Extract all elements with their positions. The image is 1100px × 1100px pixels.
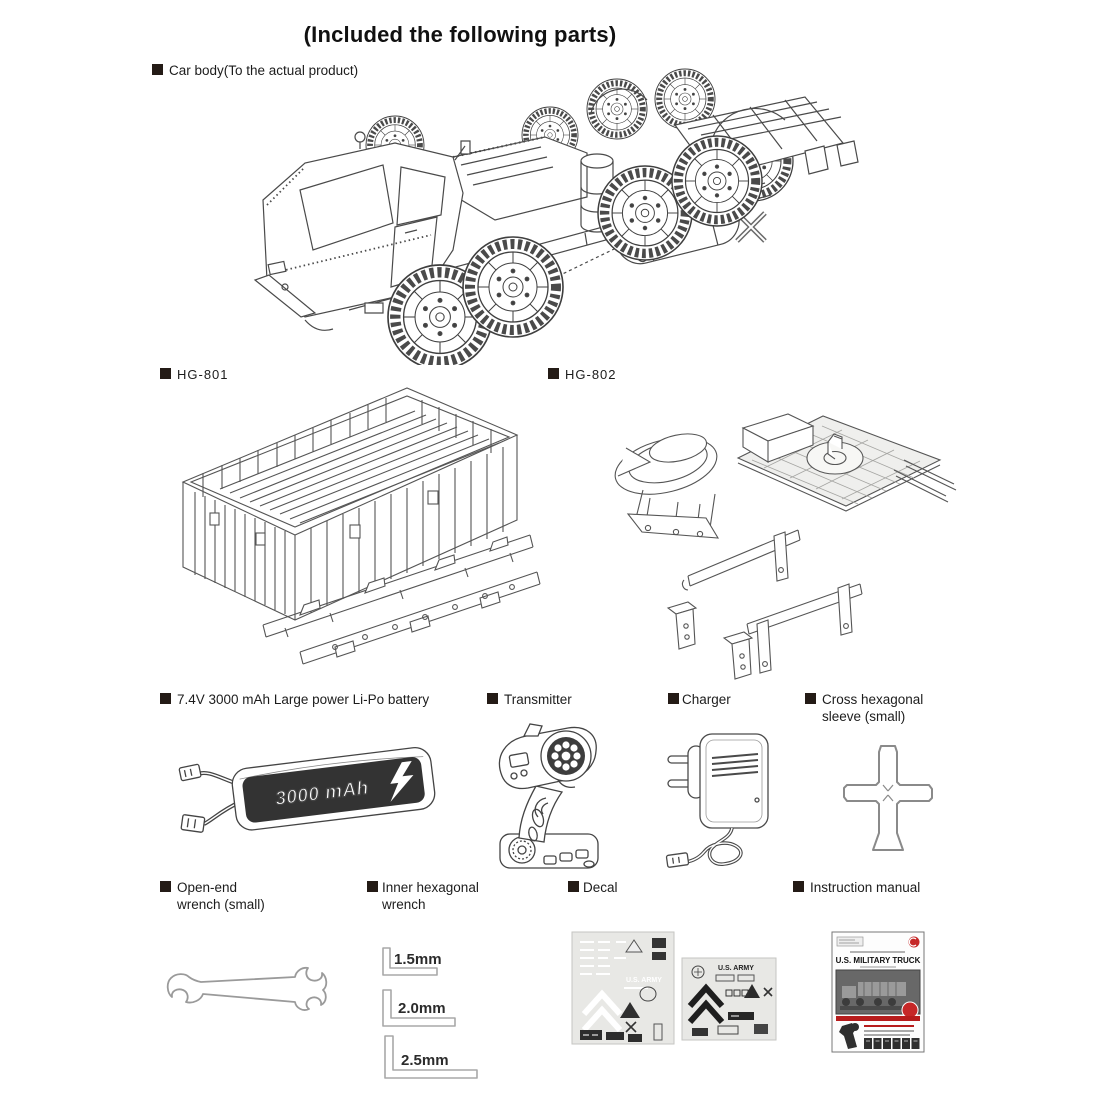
bullet-square-icon <box>548 368 559 379</box>
bullet-square-icon <box>152 64 163 75</box>
label-decal: Decal <box>568 879 648 896</box>
label-battery-text: 7.4V 3000 mAh Large power Li-Po battery <box>177 692 430 707</box>
label-hex-wrench-text: Inner hexagonal wrench <box>382 880 479 912</box>
page-title: (Included the following parts) <box>303 22 617 47</box>
bullet-square-icon <box>805 693 816 704</box>
open-end-wrench-illustration <box>166 966 328 1011</box>
bullet-square-icon <box>160 368 171 379</box>
label-hex-wrench: Inner hexagonal wrench <box>367 879 487 913</box>
bullet-square-icon <box>160 881 171 892</box>
instruction-manual-illustration: U.S. MILITARY TRUCK <box>831 931 925 1053</box>
label-car-body: Car body(To the actual product) <box>152 62 412 79</box>
transmitter-illustration <box>498 723 599 869</box>
label-car-body-text: Car body(To the actual product) <box>169 63 359 78</box>
car-body-illustration <box>253 65 859 365</box>
label-manual-text: Instruction manual <box>810 880 921 895</box>
label-hg801-text: HG-801 <box>177 367 229 382</box>
bullet-square-icon <box>367 881 378 892</box>
hg802-fifth-wheel-illustration <box>614 413 957 680</box>
label-hg801: HG-801 <box>160 366 280 383</box>
label-hg802-text: HG-802 <box>565 367 617 382</box>
label-transmitter: Transmitter <box>487 691 597 708</box>
cross-sleeve-illustration <box>843 745 933 851</box>
decal-illustration: U.S. ARMY U.S. ARMY <box>571 931 777 1045</box>
decal1-army-text: U.S. ARMY <box>626 977 662 984</box>
label-decal-text: Decal <box>583 880 618 895</box>
hex-keys-illustration: 1.5mm 2.0mm 2.5mm <box>382 947 478 1079</box>
hex-size-2: 2.0mm <box>398 1000 446 1017</box>
label-open-end-wrench: Open-end wrench (small) <box>160 879 265 913</box>
label-open-end-wrench-text: Open-end wrench (small) <box>177 880 265 912</box>
manual-title-text: U.S. MILITARY TRUCK <box>836 956 921 965</box>
label-battery: 7.4V 3000 mAh Large power Li-Po battery <box>160 691 460 708</box>
hg801-cargo-bed-illustration <box>181 387 541 665</box>
label-charger-text: Charger <box>682 692 731 707</box>
manual-thumbnails <box>864 1038 920 1049</box>
bullet-square-icon <box>568 881 579 892</box>
bullet-square-icon <box>793 881 804 892</box>
hex-size-3: 2.5mm <box>401 1052 449 1069</box>
label-cross-sleeve-text: Cross hexagonal sleeve (small) <box>822 692 924 724</box>
decal2-army-text: U.S. ARMY <box>718 965 754 972</box>
label-charger: Charger <box>668 691 758 708</box>
bullet-square-icon <box>160 693 171 704</box>
label-manual: Instruction manual <box>793 879 953 896</box>
bullet-square-icon <box>668 693 679 704</box>
label-hg802: HG-802 <box>548 366 668 383</box>
label-transmitter-text: Transmitter <box>504 692 572 707</box>
battery-illustration: 3000 mAh <box>178 747 436 833</box>
bullet-square-icon <box>487 693 498 704</box>
hex-size-1: 1.5mm <box>394 951 442 968</box>
charger-illustration <box>665 733 769 868</box>
label-cross-sleeve: Cross hexagonal sleeve (small) <box>805 691 930 725</box>
